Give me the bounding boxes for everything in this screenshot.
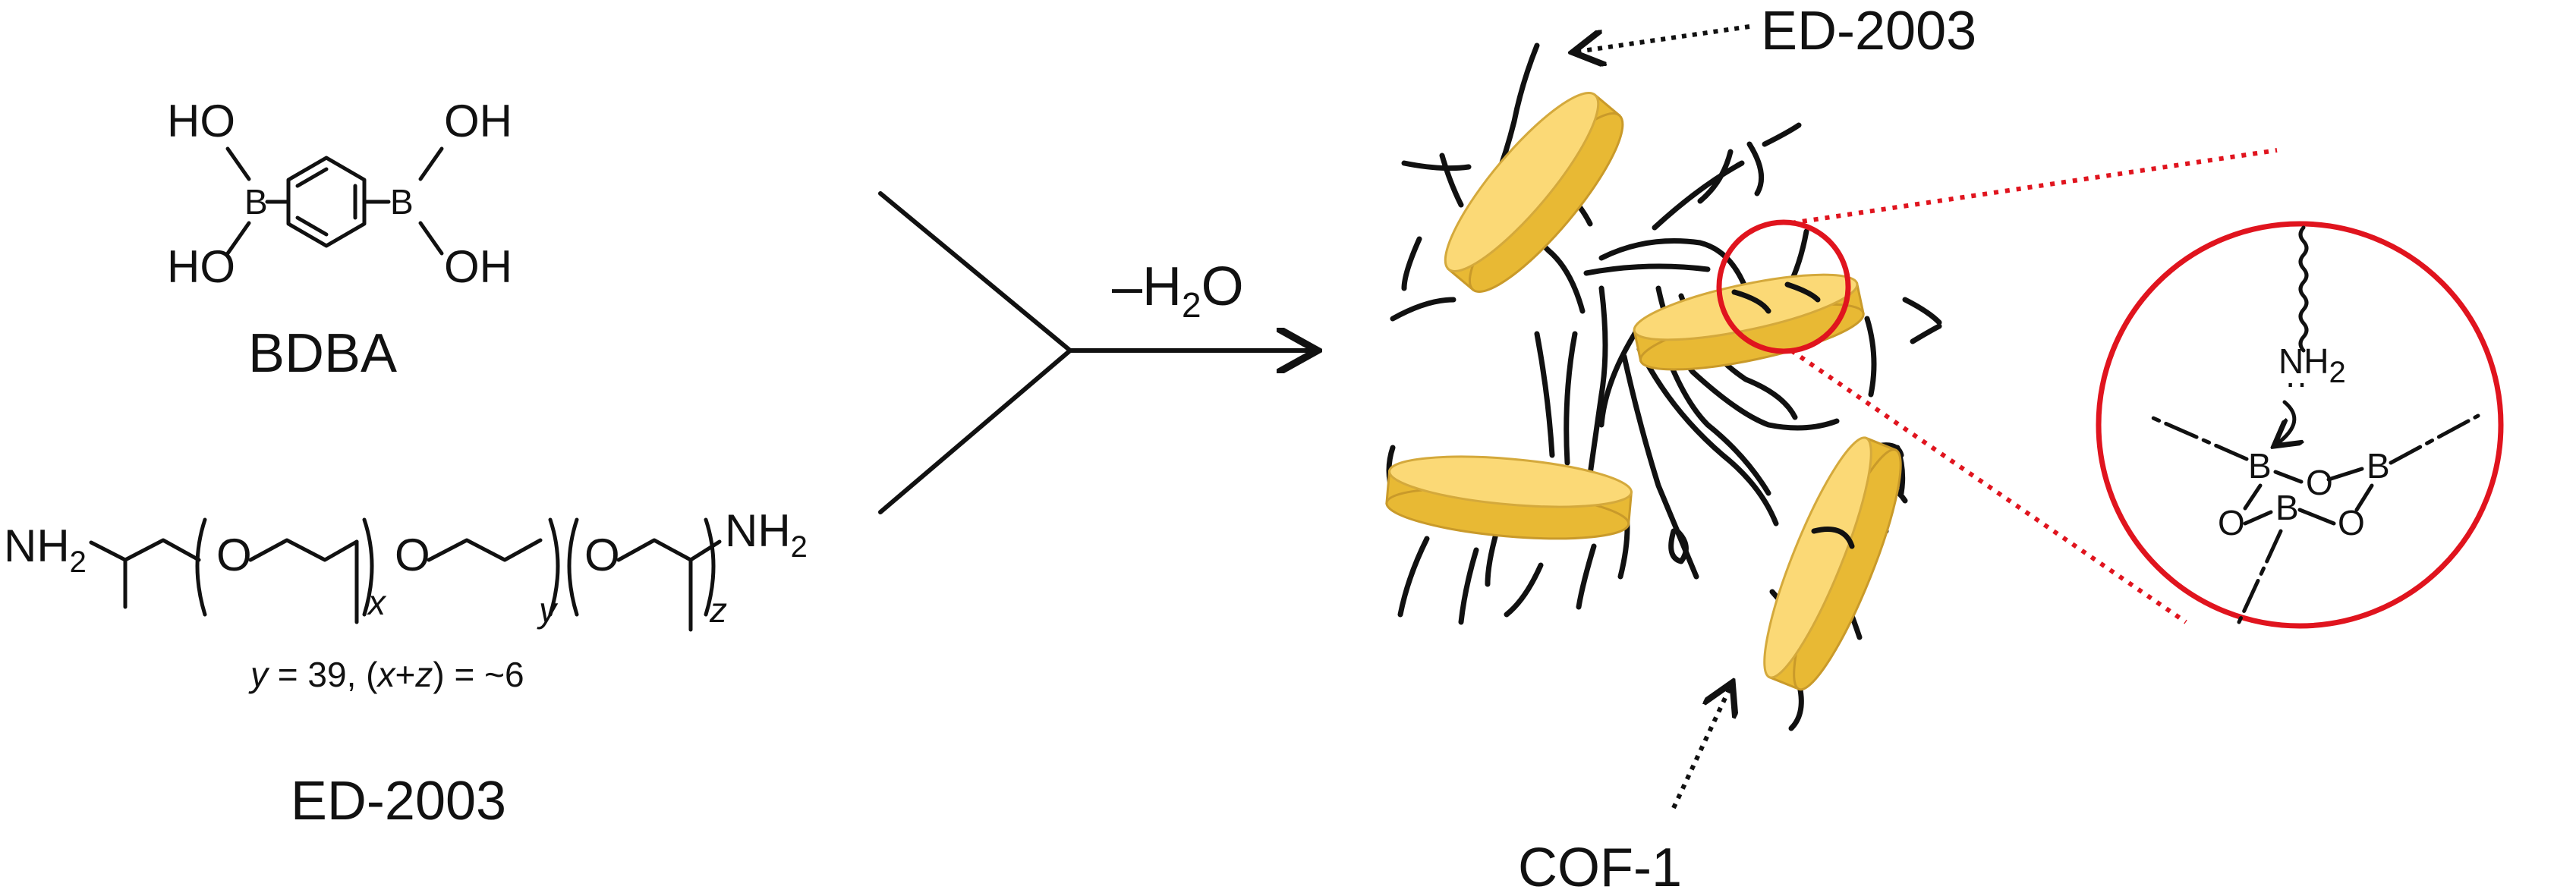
repeat-z xyxy=(616,538,722,562)
bdba-structure: B HO HO B OH OH BDBA xyxy=(167,96,512,384)
ring-bond xyxy=(2297,508,2336,526)
oh-bottom-right: OH xyxy=(444,241,512,292)
benzene-ring xyxy=(286,156,367,248)
cof1-disk xyxy=(1444,92,1624,293)
boron-left: B xyxy=(244,182,268,222)
polymer-chains xyxy=(1386,42,1942,731)
boron-1: B xyxy=(2248,446,2272,486)
pointer-cof1 xyxy=(1671,687,1730,810)
boron-2: B xyxy=(2367,446,2390,486)
backbone-start xyxy=(89,538,201,562)
ed2003-label: ED-2003 xyxy=(291,771,506,832)
reaction-arrow: –H2O xyxy=(878,191,1313,514)
oxygen-y: O xyxy=(395,530,430,580)
ho-top-left: HO xyxy=(167,96,235,146)
ring-bond xyxy=(2326,467,2364,482)
reaction-condition: –H2O xyxy=(1112,256,1244,325)
subscript-y: y xyxy=(537,590,559,630)
highlight-ring xyxy=(1716,219,1851,354)
oxygen-x: O xyxy=(216,530,252,580)
boron-right: B xyxy=(390,182,414,222)
oxygen-1: O xyxy=(2306,463,2333,502)
lone-pair: ·· xyxy=(2285,363,2308,402)
oh-top-right: OH xyxy=(444,96,512,146)
donation-arrow xyxy=(2277,400,2294,444)
ho-bottom-left: HO xyxy=(167,241,235,292)
ring-bond xyxy=(2243,483,2263,511)
composition-formula: y = 39, (x+z) = ~6 xyxy=(248,655,524,694)
ring-bond xyxy=(2243,510,2273,526)
linker-right xyxy=(2389,413,2480,465)
oxygen-3: O xyxy=(2338,503,2365,542)
cof1-disk xyxy=(1763,436,1902,691)
boron-3: B xyxy=(2275,488,2299,527)
cof1-composite: ED-2003 COF-1 xyxy=(1385,1,1976,896)
repeat-x xyxy=(248,538,359,562)
bracket-y-close xyxy=(548,517,560,617)
pointer-ed2003 xyxy=(1577,24,1750,52)
nh2-left: NH2 xyxy=(4,520,87,579)
bracket-z-close xyxy=(704,517,716,617)
nh2-right: NH2 xyxy=(725,505,808,564)
zoom-callout: NH2 ·· B O B O B O xyxy=(1790,148,2504,629)
ring-bond xyxy=(2273,470,2304,484)
zoom-guide-top xyxy=(1790,148,2278,225)
subscript-x: x xyxy=(367,583,387,622)
arrow-branch-bottom xyxy=(878,348,1072,514)
linker-left xyxy=(2146,413,2249,461)
bond xyxy=(225,221,251,256)
bracket-z-open xyxy=(567,517,579,617)
ring-bond xyxy=(2354,483,2374,512)
oxygen-2: O xyxy=(2218,503,2245,542)
cof1-disk xyxy=(1385,455,1633,540)
subscript-z: z xyxy=(709,590,727,630)
arrow-branch-top xyxy=(878,191,1072,353)
benzene-inner-bond xyxy=(295,167,329,188)
zoom-circle xyxy=(2096,221,2504,629)
repeat-y xyxy=(427,538,543,562)
bracket-x-open xyxy=(195,517,207,617)
bond xyxy=(418,221,444,256)
bond xyxy=(418,146,444,181)
bracket-x-close xyxy=(362,517,374,617)
oxygen-z: O xyxy=(584,530,620,580)
product-ed2003-label: ED-2003 xyxy=(1761,1,1976,61)
product-cof1-label: COF-1 xyxy=(1518,838,1682,896)
cof1-disk xyxy=(1633,273,1865,371)
benzene-inner-bond xyxy=(295,215,329,237)
linker-bottom xyxy=(2237,529,2283,624)
wavy-chain xyxy=(2298,225,2309,353)
bdba-label: BDBA xyxy=(248,323,397,384)
bond xyxy=(225,146,251,181)
zoom-guide-bottom xyxy=(1790,348,2187,624)
ed2003-structure: NH2 O x O y O z NH2 y = 39, (x+z) = ~6 E… xyxy=(4,505,808,832)
zoom-nh2: NH2 xyxy=(2278,341,2346,389)
